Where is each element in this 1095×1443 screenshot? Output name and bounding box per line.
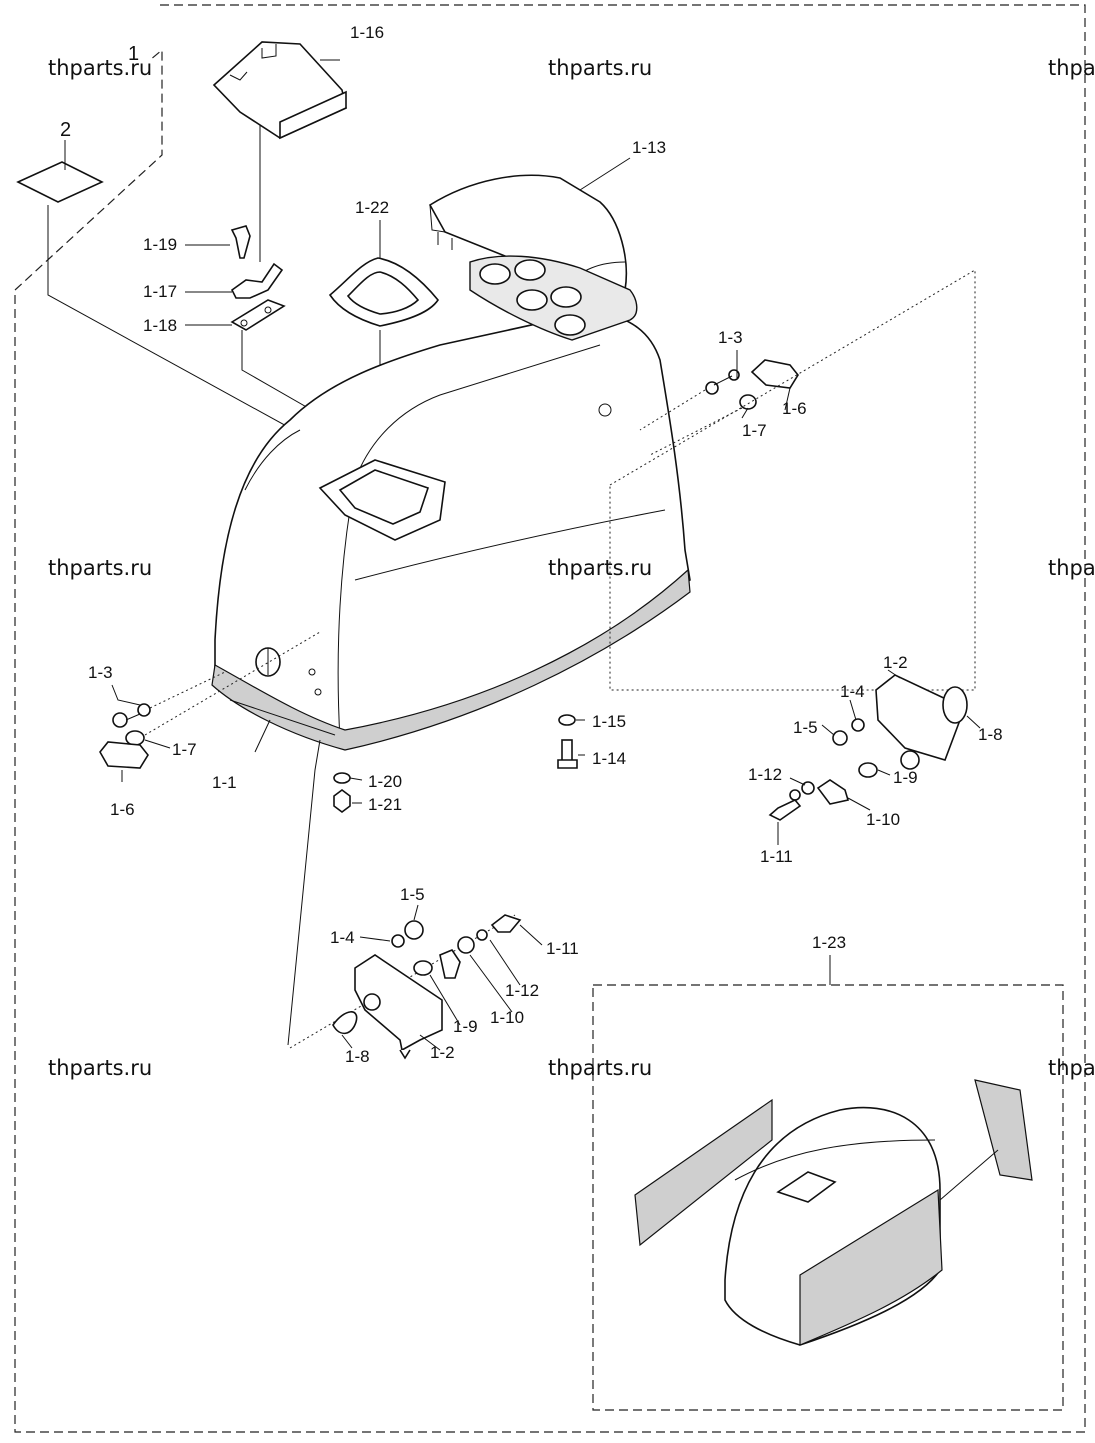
lower-bracket-assembly bbox=[287, 739, 522, 1060]
callout-1-8: 1-8 bbox=[345, 1047, 370, 1066]
engine-cover bbox=[211, 255, 691, 751]
callout-1-12: 1-12 bbox=[505, 981, 539, 1000]
callout-1-22: 1-22 bbox=[355, 198, 389, 217]
watermark-text: thparts.ru bbox=[548, 556, 652, 580]
watermark-text: thparts.ru bbox=[548, 1056, 652, 1080]
right-hook-bracket bbox=[639, 359, 799, 456]
callout-1-16: 1-16 bbox=[350, 23, 384, 42]
callout-1-7: 1-7 bbox=[742, 421, 767, 440]
callout-1-23: 1-23 bbox=[812, 933, 846, 952]
callout-labels: 1 2 1-16 1-13 1-22 1-19 1-17 1-18 1-3 1-… bbox=[60, 23, 1003, 1066]
callout-1-15: 1-15 bbox=[592, 712, 626, 731]
right-bracket-assembly bbox=[609, 269, 976, 821]
callout-2: 2 bbox=[60, 119, 71, 141]
leader-lines bbox=[111, 59, 981, 1051]
callout-1-6: 1-6 bbox=[782, 399, 807, 418]
callout-1-2: 1-2 bbox=[883, 653, 908, 672]
callout-1-13: 1-13 bbox=[632, 138, 666, 157]
watermark-text: thparts.ru bbox=[548, 56, 652, 80]
callout-1-10: 1-10 bbox=[866, 810, 900, 829]
watermark-text: thparts.ru bbox=[1048, 1056, 1095, 1080]
label-plate bbox=[16, 140, 331, 451]
left-hook-bracket bbox=[99, 631, 336, 769]
watermark-text: thparts.ru bbox=[48, 56, 152, 80]
callout-1-14: 1-14 bbox=[592, 749, 626, 768]
callout-1-2: 1-2 bbox=[430, 1043, 455, 1062]
callout-1-3: 1-3 bbox=[718, 328, 743, 347]
grommet bbox=[328, 257, 439, 470]
callout-1-10: 1-10 bbox=[490, 1008, 524, 1027]
callout-1-12: 1-12 bbox=[748, 765, 782, 784]
bolt-washer bbox=[557, 714, 578, 769]
callout-1-9: 1-9 bbox=[453, 1017, 478, 1036]
assembly-boundary bbox=[14, 4, 1086, 1433]
decal-set bbox=[634, 1079, 1033, 1346]
lid-cover bbox=[212, 41, 347, 262]
callout-1-19: 1-19 bbox=[143, 235, 177, 254]
callout-1-8: 1-8 bbox=[978, 725, 1003, 744]
washer-nut bbox=[333, 772, 351, 813]
callout-1-1: 1-1 bbox=[212, 773, 237, 792]
callout-1-3: 1-3 bbox=[88, 663, 113, 682]
callout-1-11: 1-11 bbox=[546, 939, 579, 958]
callout-1-5: 1-5 bbox=[793, 718, 818, 737]
watermark-text: thparts.ru bbox=[1048, 56, 1095, 80]
callout-1-21: 1-21 bbox=[368, 795, 402, 814]
callout-1-6: 1-6 bbox=[110, 800, 135, 819]
callout-1-17: 1-17 bbox=[143, 282, 177, 301]
watermarks: thparts.ru thparts.ru thparts.ru thparts… bbox=[48, 56, 1095, 1080]
watermark-text: thparts.ru bbox=[48, 556, 152, 580]
callout-1-20: 1-20 bbox=[368, 772, 402, 791]
callout-1-18: 1-18 bbox=[143, 316, 177, 335]
callout-1-5: 1-5 bbox=[400, 885, 425, 904]
callout-1-11: 1-11 bbox=[760, 847, 793, 866]
callout-1-9: 1-9 bbox=[893, 768, 918, 787]
callout-1: 1 bbox=[128, 43, 139, 65]
watermark-text: thparts.ru bbox=[48, 1056, 152, 1080]
latch-hardware bbox=[230, 225, 351, 650]
watermark-text: thparts.ru bbox=[1048, 556, 1095, 580]
callout-1-7: 1-7 bbox=[172, 740, 197, 759]
callout-1-4: 1-4 bbox=[840, 682, 865, 701]
callout-1-4: 1-4 bbox=[330, 928, 355, 947]
